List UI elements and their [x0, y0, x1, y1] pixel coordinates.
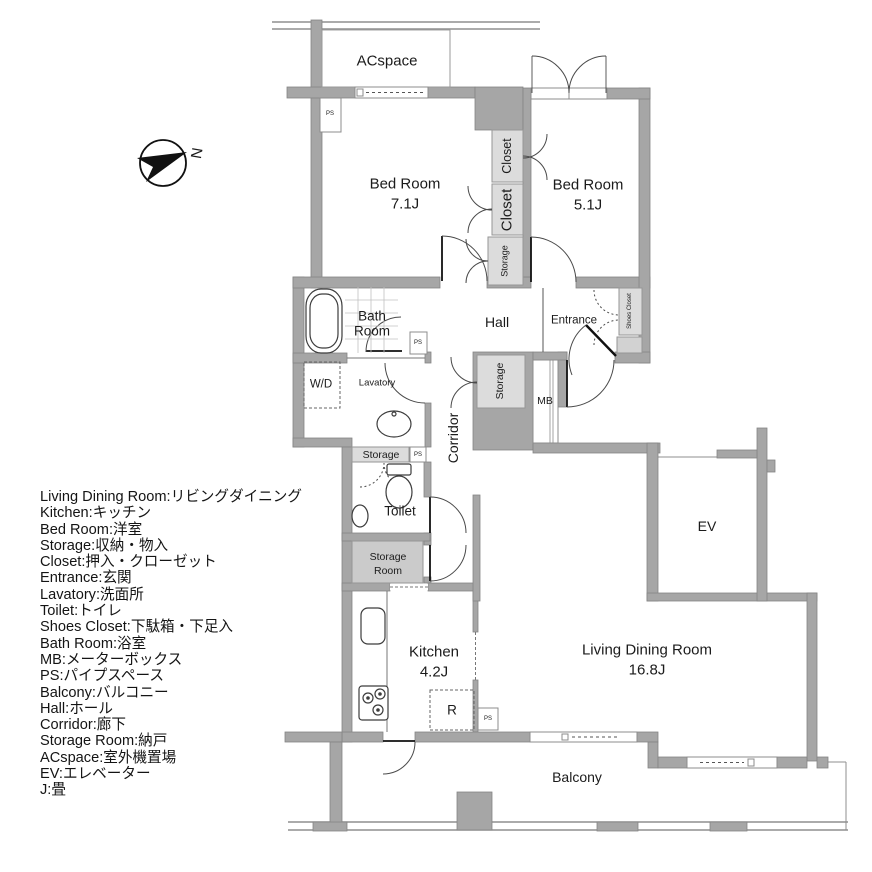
legend-item: Kitchen:キッチン [40, 505, 152, 522]
fixtures [303, 287, 475, 731]
legend-item: Entrance:玄関 [40, 570, 132, 587]
lavatory-sink-icon [376, 410, 412, 438]
compass-icon [137, 139, 187, 187]
bath-tiles [345, 287, 398, 353]
hand-basin-icon [351, 504, 369, 528]
legend-item: Storage Room:納戸 [40, 733, 168, 750]
legend-item: ACspace:室外機置場 [40, 749, 177, 766]
doors [359, 55, 620, 775]
toilet-icon [385, 463, 413, 509]
legend-item: MB:メーターボックス [40, 651, 183, 668]
legend-item: Toilet:トイレ [40, 603, 122, 620]
legend-item: Hall:ホール [40, 700, 113, 717]
legend-item: Shoes Closet:下駄箱・下足入 [40, 619, 234, 636]
kitchen-sink-icon [360, 607, 386, 645]
closet-boxes [351, 129, 643, 584]
legend-item: PS:パイプスペース [40, 668, 164, 685]
legend-item: Living Dining Room:リビングダイニング [40, 489, 302, 505]
stove-icon [358, 685, 389, 721]
legend-item: J:畳 [40, 782, 66, 799]
legend-item: Closet:押入・クローゼット [40, 554, 217, 571]
washer-dryer-space [303, 361, 341, 409]
walls [284, 19, 829, 832]
service-boxes [319, 97, 559, 731]
legend: Living Dining Room:リビングダイニング Kitchen:キッチ… [40, 489, 302, 799]
legend-item: EV:エレベーター [40, 766, 151, 783]
partition-lines [347, 288, 544, 732]
acspace-outline [321, 29, 451, 88]
bathtub-icon [305, 288, 343, 354]
refrigerator-space [429, 689, 475, 731]
legend-item: Lavatory:洗面所 [40, 586, 144, 603]
legend-item: Corridor:廊下 [40, 717, 126, 734]
windows [354, 86, 778, 769]
legend-item: Balcony:バルコニー [40, 684, 169, 701]
legend-item: Bath Room:浴室 [40, 635, 147, 652]
legend-item: Storage:収納・物入 [40, 537, 169, 554]
legend-item: Bed Room:洋室 [40, 521, 143, 538]
